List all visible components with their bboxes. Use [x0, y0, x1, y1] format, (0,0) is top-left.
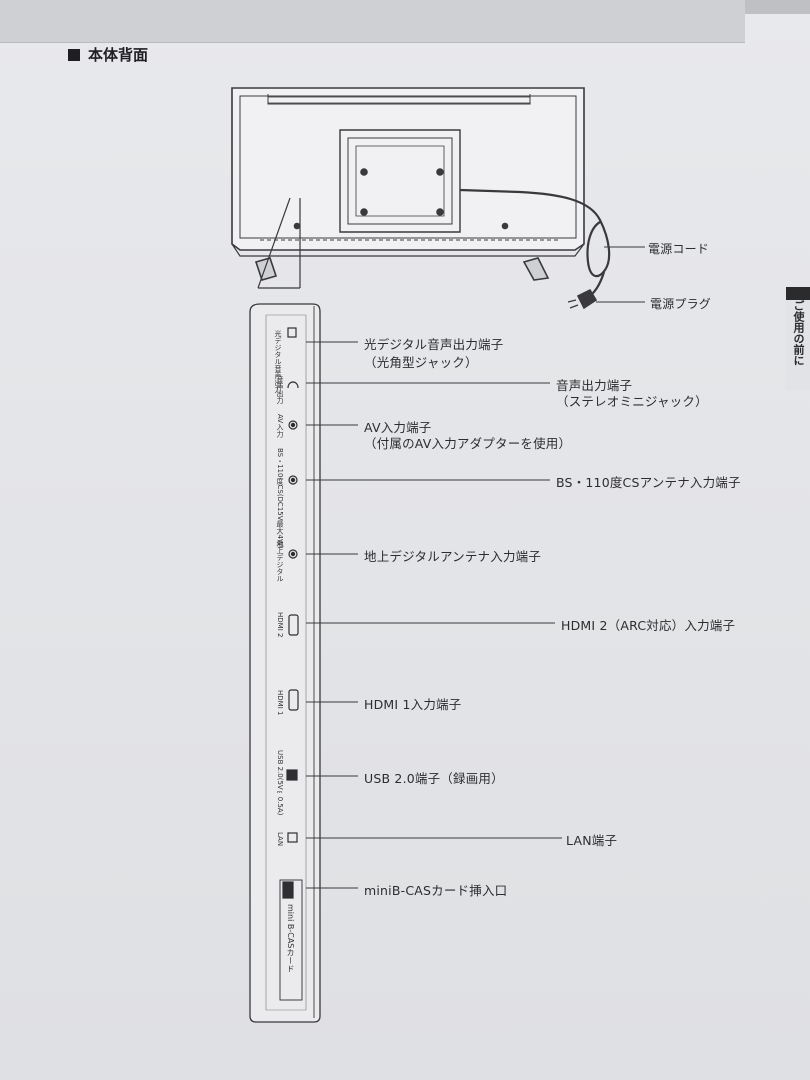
panel-label-audio: 音声出力 [276, 376, 284, 404]
terminal-panel [249, 303, 321, 1023]
panel-projection [257, 197, 301, 289]
panel-label-terrestrial: 地上デジタル [276, 540, 284, 582]
callout-optical-line1: 光デジタル音声出力端子 [364, 337, 504, 352]
callout-optical-line2: （光角型ジャック） [364, 355, 478, 370]
callout-hdmi1: HDMI 1入力端子 [364, 697, 462, 712]
panel-label-av: AV入力 [276, 414, 284, 438]
panel-label-bcas: mini B-CASカード [286, 904, 295, 973]
callout-lines [306, 341, 562, 889]
callout-bcas: miniB-CASカード挿入口 [364, 883, 508, 898]
callout-usb: USB 2.0端子（録画用） [364, 771, 504, 786]
callout-terrestrial: 地上デジタルアンテナ入力端子 [364, 549, 542, 564]
callout-bs-cs: BS・110度CSアンテナ入力端子 [556, 475, 741, 490]
panel-label-hdmi1: HDMI 1 [276, 690, 284, 716]
side-tab-label: ご使用の前に [792, 300, 805, 366]
panel-label-lan: LAN [276, 832, 284, 847]
power-plug-label: 電源プラグ [650, 297, 712, 311]
port-icons [279, 327, 303, 1001]
tv-body [231, 87, 645, 310]
callout-audio-line2: （ステレオミニジャック） [556, 394, 708, 409]
heading-text: 本体背面 [88, 46, 149, 64]
callout-av-line2: （付属のAV入力アダプターを使用） [364, 436, 572, 451]
panel-label-bs: BS・110度CS(DC15V最大4W) [276, 448, 284, 549]
side-tab-strip [786, 300, 810, 390]
heading-square-icon [68, 48, 80, 61]
section-heading: 本体背面 [68, 44, 148, 65]
callout-lan: LAN端子 [566, 833, 618, 848]
overlapping-sheet [0, 0, 745, 43]
panel-label-usb: USB 2.0(5V⎓0.5A) [276, 750, 284, 816]
callout-hdmi2: HDMI 2（ARC対応）入力端子 [561, 618, 736, 633]
callout-audio-line1: 音声出力端子 [556, 378, 633, 393]
panel-label-hdmi2: HDMI 2 [276, 612, 284, 638]
panel-label-optical: 光デジタル音声出力 [274, 330, 282, 393]
callout-av-line1: AV入力端子 [364, 420, 432, 435]
power-cord-label: 電源コード [648, 242, 710, 256]
